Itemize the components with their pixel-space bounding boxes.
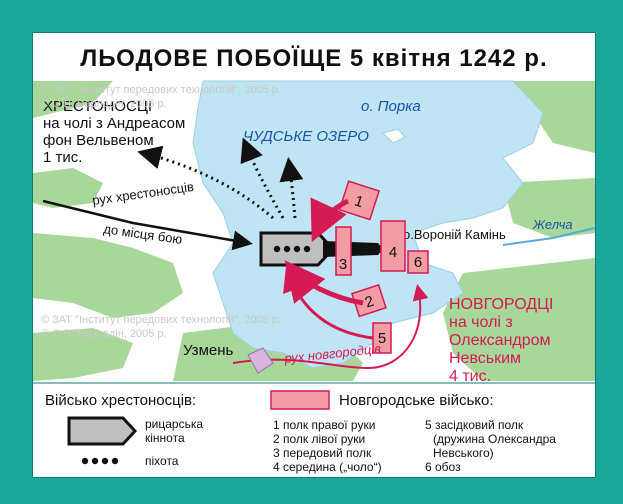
crusaders-label: 1 тис. bbox=[43, 149, 82, 166]
legend-infantry-dot bbox=[81, 457, 89, 465]
land-patch bbox=[33, 168, 103, 208]
retreat-arrow bbox=[240, 137, 285, 219]
infantry-dot bbox=[303, 245, 311, 253]
lake-label: ЧУДСЬКЕ ОЗЕРО bbox=[243, 128, 369, 145]
legend-item: 6 обоз bbox=[425, 460, 461, 474]
legend-infantry: піхота bbox=[145, 454, 179, 468]
infantry-dot bbox=[283, 245, 291, 253]
crusaders-label: на чолі з Андреасом bbox=[43, 115, 185, 132]
novgorod-label: на чолі з bbox=[449, 314, 513, 331]
ambush-arrow bbox=[283, 267, 374, 340]
novgorod-label: 4 тис. bbox=[449, 368, 491, 385]
legend-item: (дружина Олександра bbox=[433, 432, 556, 446]
regiment-2: 2 bbox=[350, 284, 387, 318]
novgorod-label: НОВГОРОДЦІ bbox=[449, 296, 553, 313]
crusader-attack-arrow bbox=[323, 241, 383, 257]
land-patch bbox=[33, 328, 133, 381]
legend-knights: рицарська bbox=[145, 417, 203, 431]
attack-arrow-right bbox=[310, 197, 350, 243]
raven-stone-label: о.Вороній Камінь bbox=[403, 227, 506, 242]
legend-item: Невського) bbox=[433, 446, 494, 460]
river-zhelcha bbox=[502, 227, 595, 246]
island-label: о. Порка bbox=[361, 98, 421, 115]
regiment-6 bbox=[407, 250, 429, 274]
legend-crusader-heading: Військо хрестоносців: bbox=[45, 392, 196, 409]
watermark: © ЗАТ "Інститут передових технологій", 2… bbox=[41, 314, 281, 326]
lake-chudskoe bbox=[192, 80, 544, 369]
novgorod-label: Олександром bbox=[449, 332, 551, 349]
land-patch bbox=[33, 233, 183, 318]
legend-novgorod-swatch bbox=[270, 390, 330, 410]
regiment-1: 1 bbox=[338, 180, 381, 221]
regiment-5-label: 5 bbox=[378, 330, 386, 347]
legend-item: 4 середина („чоло“) bbox=[273, 460, 382, 474]
regiment-4-label: 4 bbox=[389, 244, 397, 261]
map-card: ЛЬОДОВЕ ПОБОЇЩЕ 5 квітня 1242 р. ХРЕСТОН… bbox=[32, 32, 596, 478]
legend-item: 2 полк лівої руки bbox=[273, 432, 365, 446]
legend-infantry-dot bbox=[91, 457, 99, 465]
legend-infantry-dot bbox=[111, 457, 119, 465]
infantry-dot bbox=[273, 245, 281, 253]
title-bar bbox=[33, 33, 595, 81]
legend-knight-icon bbox=[67, 416, 138, 446]
map-title: ЛЬОДОВЕ ПОБОЇЩЕ 5 квітня 1242 р. bbox=[80, 45, 547, 72]
retreat-arrow bbox=[137, 145, 274, 220]
regiment-4 bbox=[380, 220, 406, 272]
uzmen-marker bbox=[247, 347, 274, 374]
island-porka bbox=[382, 128, 406, 144]
regiment-6-label: 6 bbox=[414, 254, 422, 271]
regiment-3-label: 3 bbox=[339, 256, 347, 273]
crusaders-label: фон Вельвеном bbox=[43, 132, 154, 149]
crusader-route-arrow bbox=[42, 199, 253, 251]
watermark: © ЗАТ "Інститут передових технологій", 2… bbox=[41, 84, 281, 96]
land-patch bbox=[513, 81, 595, 153]
infantry-dot bbox=[293, 245, 301, 253]
watermark: © О.В. Барладін, 2005 р. bbox=[41, 328, 167, 340]
watermark: © О.В. Барладін, 2005 р. bbox=[41, 98, 167, 110]
uzmen-label: Узмень bbox=[183, 342, 234, 359]
land-patch bbox=[443, 258, 595, 381]
legend-novgorod-heading: Новгородське військо: bbox=[339, 392, 494, 409]
legend-knights: кіннота bbox=[145, 431, 185, 445]
crusaders-label: ХРЕСТОНОСЦІ bbox=[43, 98, 152, 115]
legend-infantry-dot bbox=[101, 457, 109, 465]
land-patch bbox=[503, 178, 595, 238]
legend-item: 3 передовий полк bbox=[273, 446, 372, 460]
battle-map: ЛЬОДОВЕ ПОБОЇЩЕ 5 квітня 1242 р. ХРЕСТОН… bbox=[33, 33, 595, 477]
river-label: Желча bbox=[532, 217, 573, 232]
legend-item: 5 засідковий полк bbox=[425, 418, 524, 432]
retreat-arrow bbox=[279, 157, 304, 219]
novgorod-label: Невським bbox=[449, 350, 521, 367]
novgorod-route-arrow bbox=[232, 284, 429, 370]
legend-item: 1 полк правої руки bbox=[273, 418, 375, 432]
land-patch bbox=[33, 81, 113, 118]
